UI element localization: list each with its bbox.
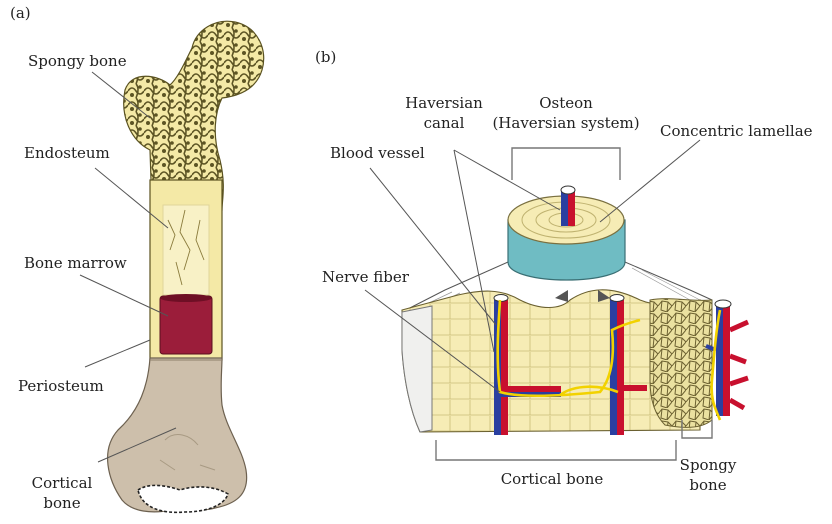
panel-a-tag: (a) [10, 4, 31, 22]
label-haversian-canal-line2: canal [424, 114, 465, 132]
label-haversian-canal-line1: Haversian [405, 94, 483, 112]
label-concentric-lamellae: Concentric lamellae [660, 122, 813, 140]
osteon-cylinder [508, 186, 625, 280]
label-bone-marrow: Bone marrow [24, 254, 127, 272]
label-periosteum: Periosteum [18, 377, 104, 395]
bone-marrow-region [160, 296, 212, 354]
label-blood-vessel: Blood vessel [330, 144, 425, 162]
panel-b-tag: (b) [315, 48, 336, 66]
label-spongy-bone-b-line1: Spongy [680, 456, 737, 474]
label-spongy-bone-b-line2: bone [689, 476, 726, 494]
label-cortical-bone-a-line2: bone [43, 494, 80, 512]
block-left-face [402, 306, 432, 432]
spongy-bone-block [650, 299, 712, 428]
label-endosteum: Endosteum [24, 144, 110, 162]
osteon-bracket [512, 148, 620, 180]
label-osteon-line1: Osteon [539, 94, 593, 112]
label-cortical-bone-b: Cortical bone [501, 470, 604, 488]
label-nerve-fiber: Nerve fiber [322, 268, 409, 286]
label-cortical-bone-a-line1: Cortical [32, 474, 93, 492]
label-osteon-line2: (Haversian system) [492, 114, 639, 132]
compact-bone-block [402, 262, 712, 432]
cortical-bone-bracket [436, 440, 676, 460]
label-spongy-bone: Spongy bone [28, 52, 127, 70]
medullary-cavity [163, 205, 209, 295]
long-bone-illustration [108, 21, 264, 512]
